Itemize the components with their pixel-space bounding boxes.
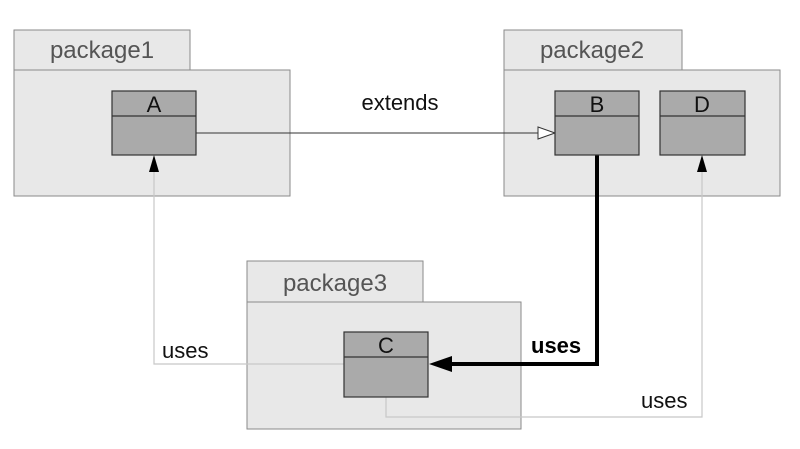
package-label: package2	[540, 37, 644, 64]
class-d[interactable]: D	[659, 90, 746, 156]
package-tab	[503, 29, 683, 71]
package-tab	[13, 29, 191, 71]
relation-label: uses	[641, 388, 687, 413]
relation-label: uses	[162, 338, 208, 363]
class-a[interactable]: A	[111, 90, 197, 156]
relation-label: uses	[531, 333, 581, 358]
package-label: package3	[283, 270, 387, 297]
class-name: A	[147, 92, 162, 117]
relation-label: extends	[361, 90, 438, 115]
relation-b-uses-c: uses	[429, 155, 599, 372]
dependency-line	[385, 172, 703, 418]
hollow-triangle-icon	[537, 126, 557, 140]
relation-c-uses-a: uses	[149, 155, 344, 365]
relation-a-extends-b: extends	[196, 90, 557, 140]
dependency-line-bold	[448, 155, 599, 366]
arrowhead-icon	[429, 356, 452, 372]
class-box	[659, 90, 746, 156]
package-label: package1	[50, 37, 154, 64]
class-box	[343, 331, 429, 398]
arrowhead-icon	[149, 155, 159, 172]
class-box	[111, 90, 197, 156]
class-name: C	[378, 333, 394, 358]
class-name: B	[590, 92, 605, 117]
class-b[interactable]: B	[554, 90, 640, 156]
arrowhead-icon	[697, 155, 707, 172]
class-box	[554, 90, 640, 156]
dependency-line	[153, 172, 344, 365]
package-tab	[246, 260, 424, 303]
class-c[interactable]: C	[343, 331, 429, 398]
class-name: D	[694, 92, 710, 117]
relation-c-uses-d: uses	[385, 155, 707, 418]
